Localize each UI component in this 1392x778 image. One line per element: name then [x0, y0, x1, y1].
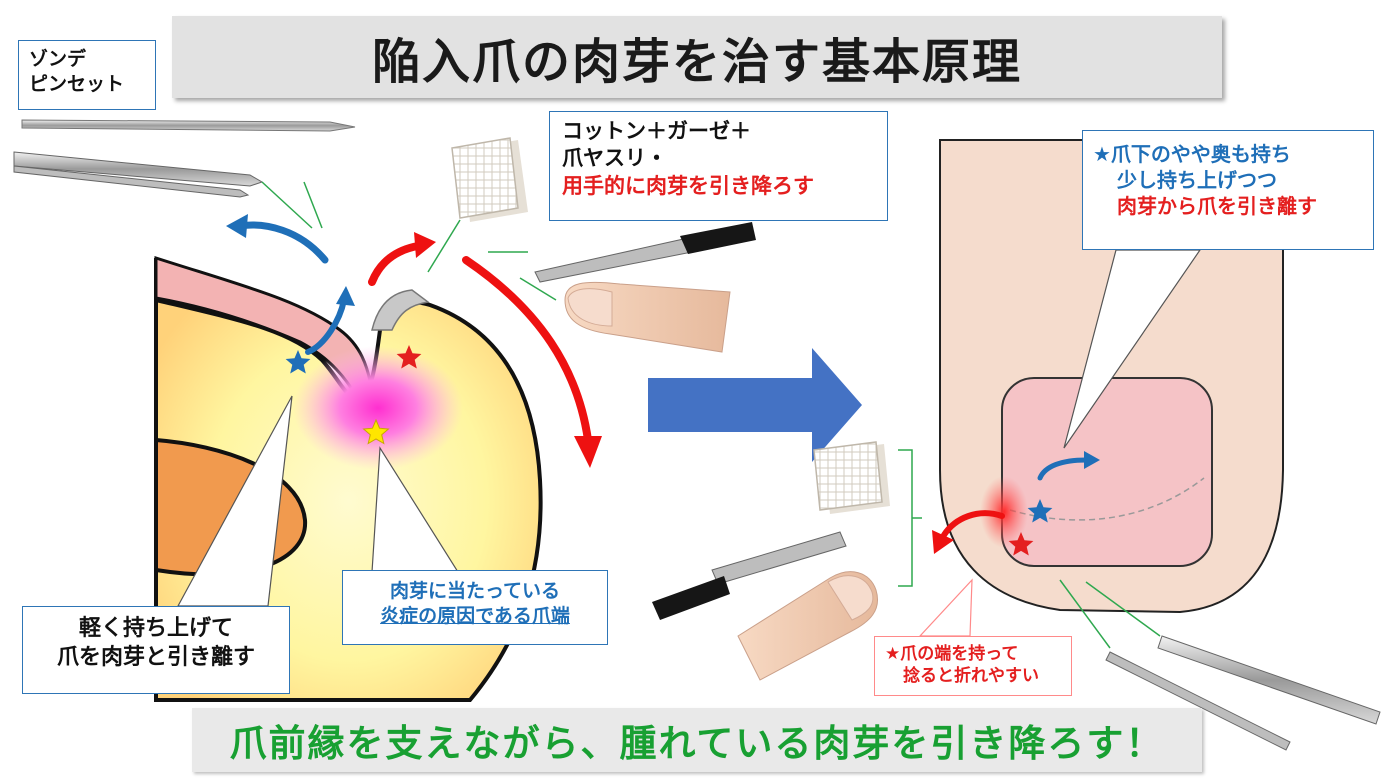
arrow-red-right — [941, 510, 1005, 538]
arrow-blue-up-left — [236, 221, 329, 264]
green-pointer-lines-right — [1059, 579, 1161, 649]
label-line: 少し持ち上げつつ — [1117, 168, 1277, 192]
label-line: 軽く持ち上げて — [78, 616, 233, 641]
tweezers-right — [1105, 635, 1381, 751]
callout-warning: ★爪の端を持って 捻ると折れやすい — [874, 636, 1072, 696]
page-title: 陥入爪の肉芽を治す基本原理 — [172, 16, 1222, 98]
arrowhead-blue-right — [1084, 451, 1100, 469]
star-yellow — [362, 418, 390, 445]
star-red-left — [396, 345, 422, 369]
arrow-blue-right — [1037, 457, 1089, 481]
callout-tail-right — [1063, 249, 1202, 449]
label-line-red: 肉芽から爪を引き離す — [1117, 194, 1317, 218]
callout-lift-nail: ★爪下のやや奥も持ち 少し持ち上げつつ 肉芽から爪を引き離す — [1082, 130, 1374, 250]
toenail — [1001, 377, 1213, 567]
label-line: 爪を肉芽と引き離す — [56, 644, 255, 670]
nail-file-top — [534, 222, 756, 283]
green-pointer-lines-left — [261, 181, 557, 301]
granulation-tissue — [293, 346, 463, 470]
nail-dashed-line — [1009, 477, 1205, 521]
label-line-underlined: 炎症の原因である爪端 — [380, 604, 570, 627]
finger-right — [737, 571, 878, 681]
label-line: ★爪下のやや奥も持ち — [1093, 142, 1291, 166]
red-granulation-spot — [980, 476, 1028, 548]
bottom-message: 爪前縁を支えながら、腫れている肉芽を引き降ろす！ — [192, 708, 1202, 772]
label-line: ★爪の端を持って — [885, 644, 1019, 664]
arrowhead-blue-lift — [336, 286, 355, 306]
arrowhead-blue-up-left — [226, 214, 248, 238]
callout-nail-edge-cause: 肉芽に当たっている 炎症の原因である爪端 — [342, 570, 608, 645]
label-line-red: 用手的に肉芽を引き降ろす — [562, 173, 814, 198]
gauze-pad-right — [813, 441, 890, 514]
sonde-instrument — [21, 119, 356, 132]
star-blue-right — [1027, 499, 1053, 523]
arrowhead-red-right — [932, 530, 954, 554]
green-bracket — [898, 449, 922, 587]
arrow-blue-lift — [305, 297, 347, 355]
label-line: 捻ると折れやすい — [903, 666, 1039, 687]
callout-tail-warning — [918, 578, 973, 637]
finger-top — [564, 281, 731, 353]
gauze-pad-top — [451, 137, 528, 222]
callout-gently-lift: 軽く持ち上げて 爪を肉芽と引き離す — [22, 606, 290, 694]
big-right-arrow — [648, 348, 862, 462]
nail-file-right — [652, 531, 847, 620]
arrow-red-down — [462, 256, 592, 444]
arrow-red-up — [368, 242, 422, 286]
nail-fragment — [371, 289, 430, 331]
label-line: コットン＋ガーゼ＋ — [562, 119, 751, 143]
label-line: 爪ヤスリ・ — [562, 146, 667, 171]
arrowhead-red-down — [574, 436, 602, 468]
star-red-right — [1008, 532, 1034, 556]
arrowhead-red-up — [414, 232, 436, 258]
tweezers-instrument — [13, 151, 264, 198]
label-sonde-tweezers: ゾンデ ピンセット — [18, 40, 156, 110]
star-blue-left — [285, 350, 311, 374]
label-line: 肉芽に当たっている — [389, 580, 561, 602]
label-cotton-gauze-file: コットン＋ガーゼ＋ 爪ヤスリ・ 用手的に肉芽を引き降ろす — [549, 111, 888, 221]
label-line: ゾンデ — [29, 48, 87, 70]
label-line: ピンセット — [29, 72, 125, 95]
